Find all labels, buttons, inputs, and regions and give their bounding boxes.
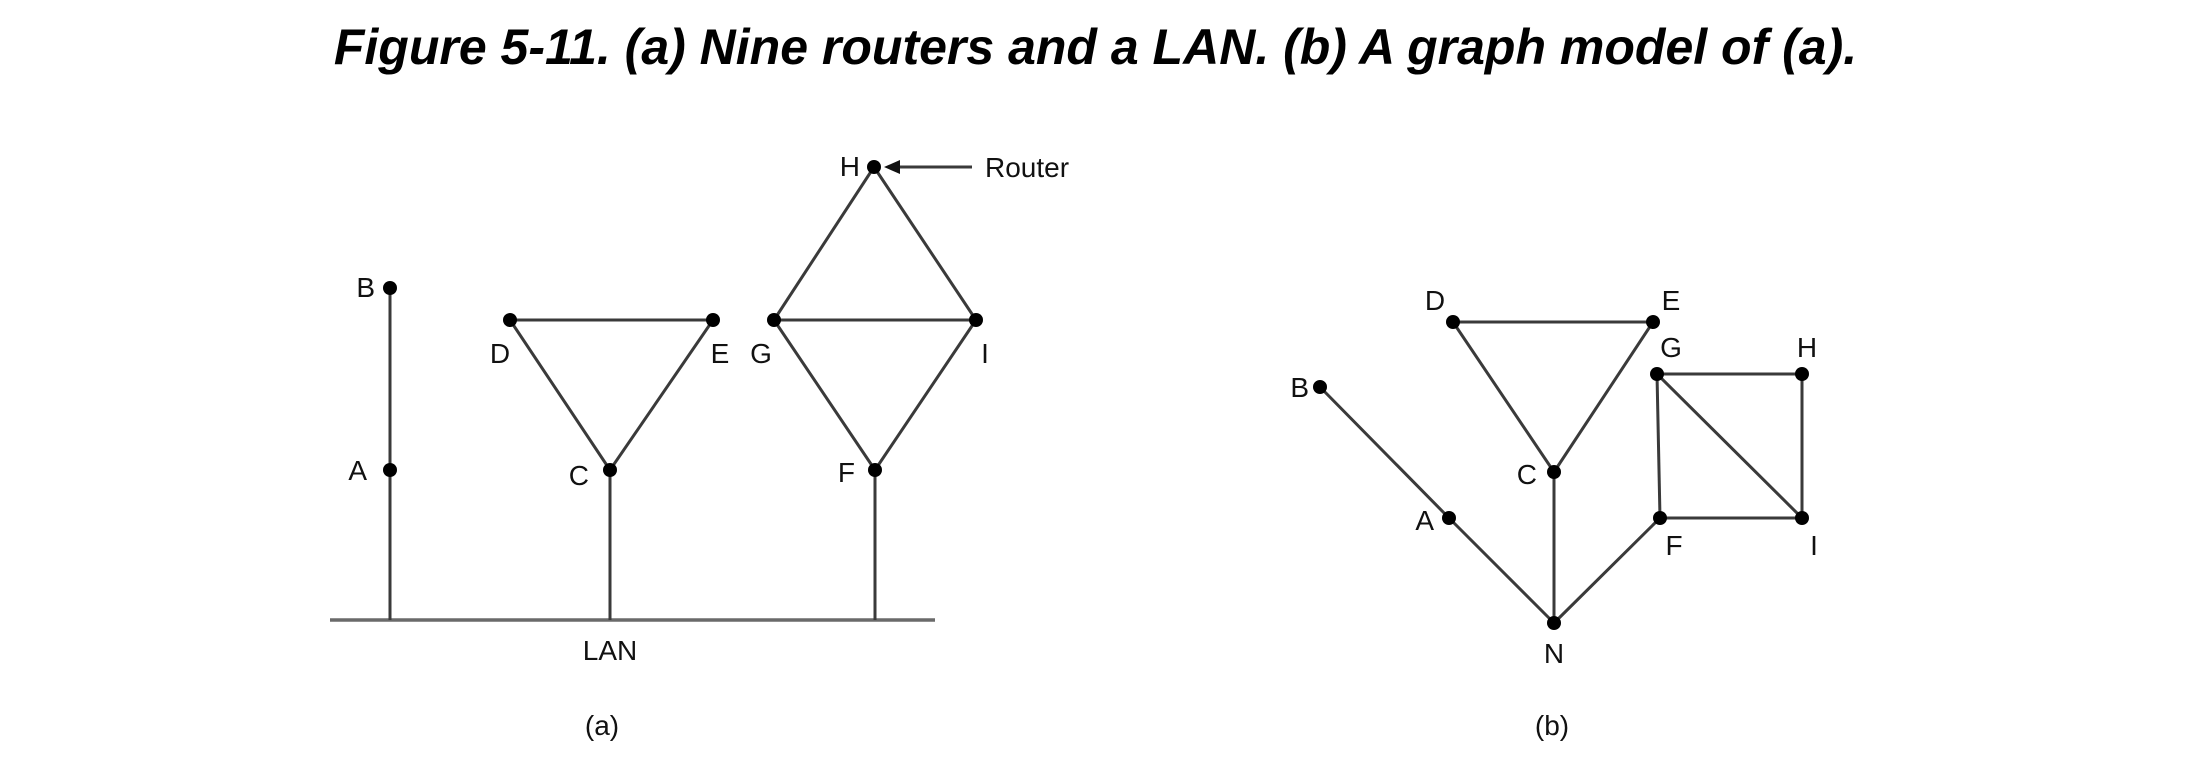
label-b-e: E — [1662, 285, 1681, 316]
node-a-b — [383, 281, 397, 295]
edge-b-b-a — [1318, 385, 1451, 520]
label-a-f: F — [838, 457, 855, 488]
router-arrow-head — [884, 160, 900, 174]
label-b-f: F — [1665, 530, 1682, 561]
edge-e-c — [608, 319, 715, 471]
node-b-n — [1547, 616, 1561, 630]
node-a-e — [706, 313, 720, 327]
figure-title: Figure 5-11. (a) Nine routers and a LAN.… — [333, 19, 1858, 75]
router-annotation: Router — [985, 152, 1069, 183]
node-b-f — [1653, 511, 1667, 525]
edge-d-c — [508, 319, 612, 471]
label-b-c: C — [1517, 459, 1537, 490]
lan-label: LAN — [583, 635, 637, 666]
edge-g-f — [772, 319, 877, 471]
node-b-b — [1313, 380, 1327, 394]
node-a-c — [603, 463, 617, 477]
label-a-h: H — [840, 151, 860, 182]
edge-b-a-n — [1447, 516, 1556, 625]
label-b-a: A — [1415, 505, 1434, 536]
label-b-g: G — [1660, 332, 1682, 363]
panel-b: B A N C D E G H F I (b) — [1290, 285, 1818, 741]
caption-a: (a) — [585, 710, 619, 741]
label-a-a: A — [348, 455, 367, 486]
label-b-b: B — [1290, 372, 1309, 403]
node-b-d — [1446, 315, 1460, 329]
node-a-h — [867, 160, 881, 174]
edge-h-i — [872, 166, 978, 321]
edge-b-e-c — [1552, 321, 1655, 473]
label-a-c: C — [569, 460, 589, 491]
label-b-d: D — [1425, 285, 1445, 316]
node-b-i — [1795, 511, 1809, 525]
node-a-g — [767, 313, 781, 327]
label-a-d: D — [490, 338, 510, 369]
node-b-c — [1547, 465, 1561, 479]
node-b-a — [1442, 511, 1456, 525]
label-a-e: E — [711, 338, 730, 369]
edge-b-g-i — [1655, 372, 1804, 520]
edge-i-f — [873, 319, 978, 471]
node-a-f — [868, 463, 882, 477]
label-a-g: G — [750, 338, 772, 369]
node-a-a — [383, 463, 397, 477]
caption-b: (b) — [1535, 710, 1569, 741]
node-a-i — [969, 313, 983, 327]
node-a-d — [503, 313, 517, 327]
label-b-n: N — [1544, 638, 1564, 669]
node-b-e — [1646, 315, 1660, 329]
label-b-h: H — [1797, 332, 1817, 363]
edge-b-g-f — [1655, 373, 1662, 519]
edge-b-d-c — [1451, 321, 1556, 473]
panel-a: B A D E C G I F H Router LAN (a) — [330, 151, 1069, 741]
node-b-h — [1795, 367, 1809, 381]
label-b-i: I — [1810, 530, 1818, 561]
edge-b-f-n — [1552, 516, 1662, 625]
node-b-g — [1650, 367, 1664, 381]
label-a-b: B — [356, 272, 375, 303]
label-a-i: I — [981, 338, 989, 369]
edge-h-g — [772, 166, 876, 321]
